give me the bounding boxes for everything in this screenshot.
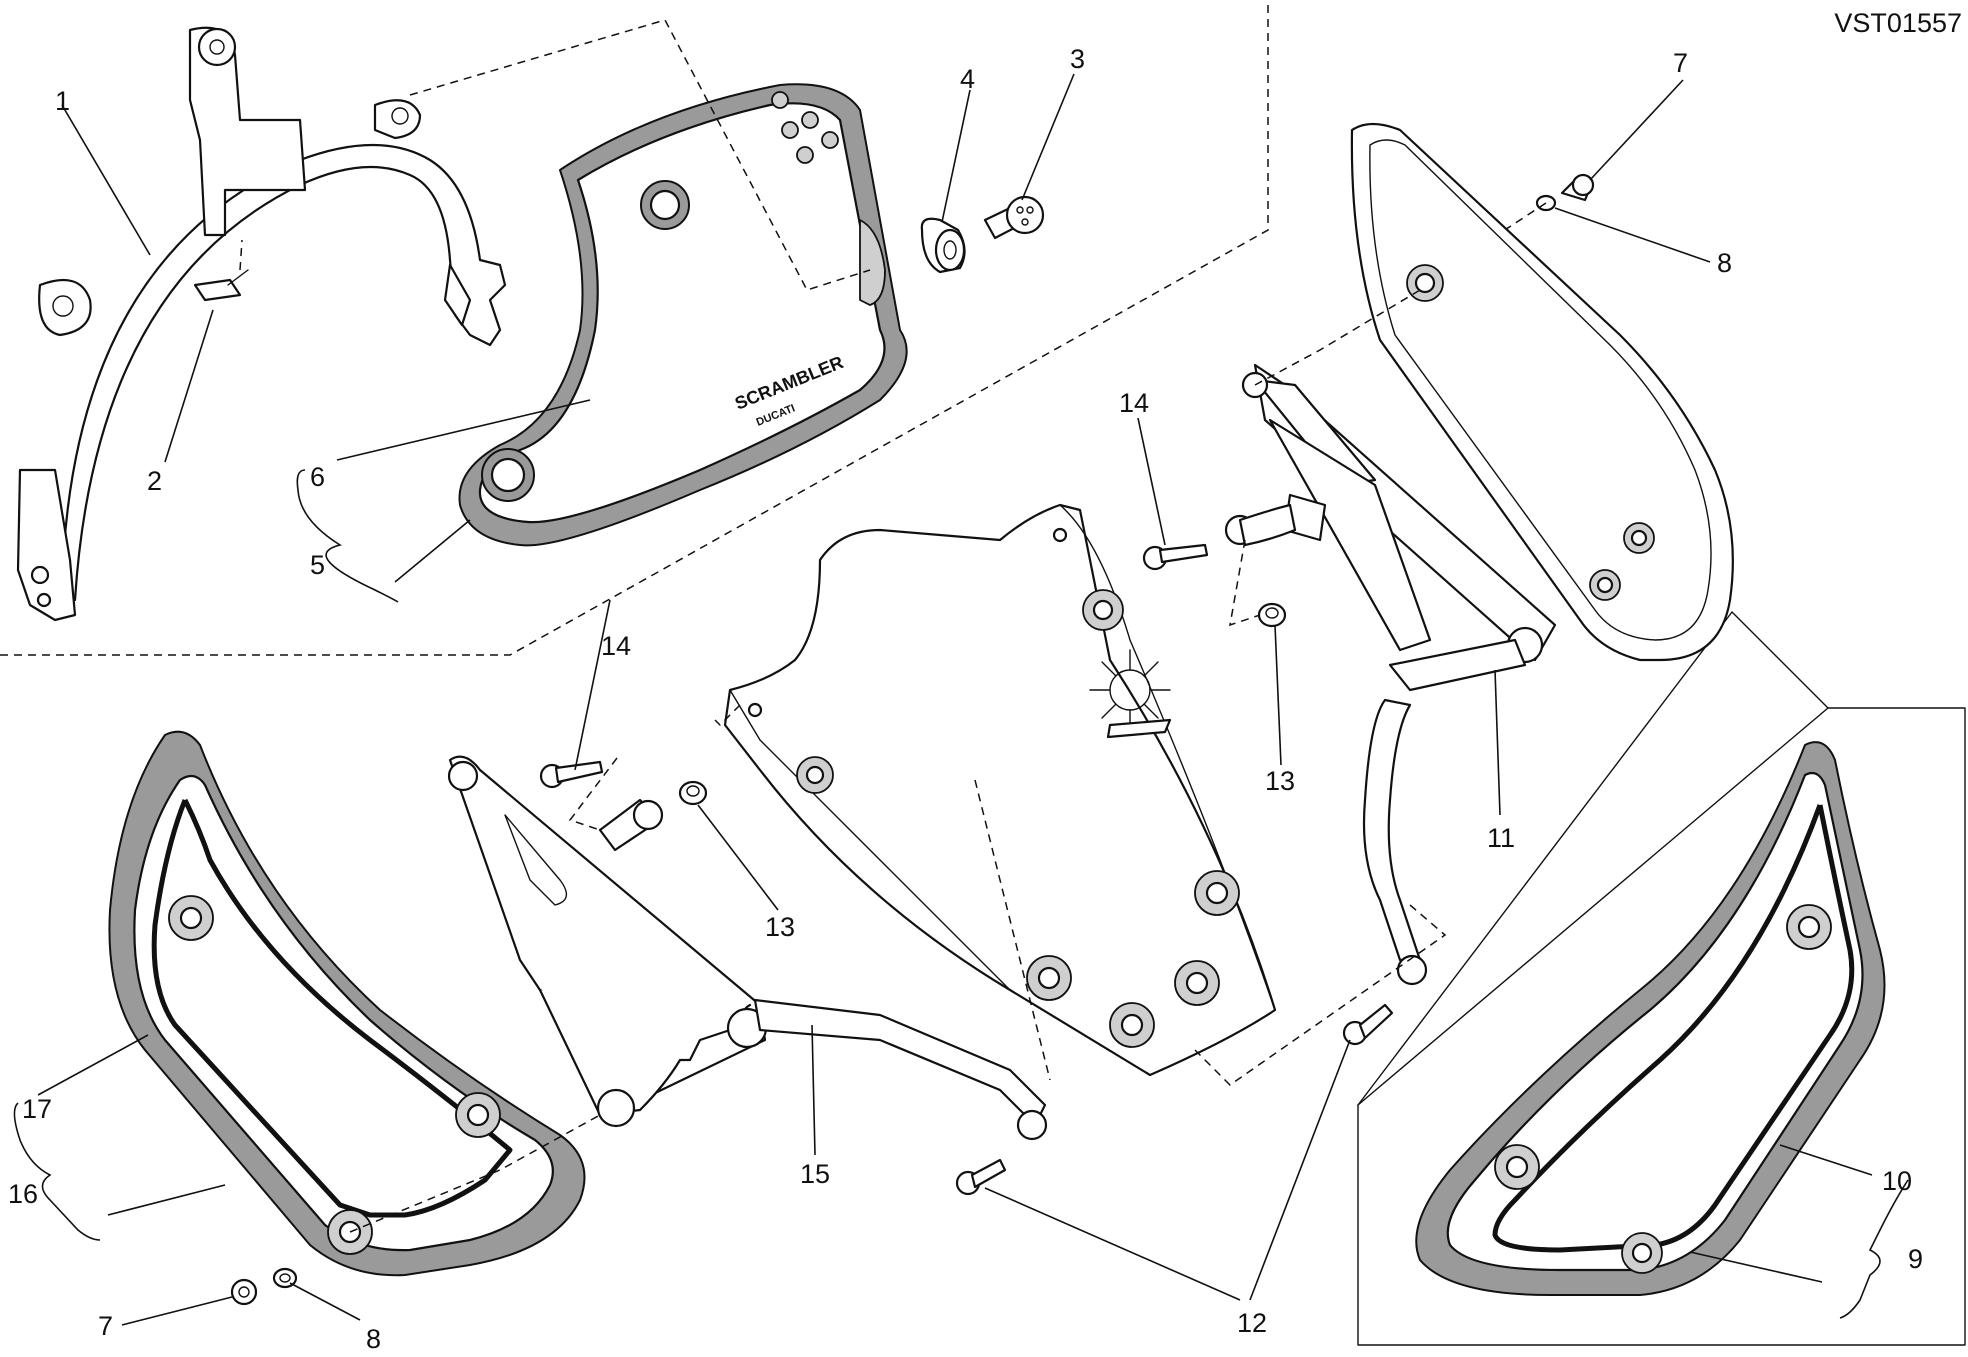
part-14-screw-upper — [1142, 543, 1209, 571]
callout-labels: 1 2 3 4 5 6 7 7 8 8 9 10 11 12 13 13 14 … — [8, 44, 1923, 1354]
inset-frame — [1357, 707, 1966, 1346]
part-screw-7-upper — [1560, 173, 1595, 202]
assembly-line-panel-bottom — [974, 779, 1051, 1081]
part-6-upper-cover: SCRAMBLER DUCATI — [458, 83, 908, 547]
callout-1: 1 — [55, 86, 70, 116]
callout-13-lower: 13 — [765, 912, 795, 942]
callout-13-upper: 13 — [1265, 766, 1295, 796]
brace-16 — [13, 1102, 101, 1241]
part-screw-7-lower — [230, 1278, 258, 1306]
callout-8-upper: 8 — [1717, 248, 1732, 278]
assembly-line-cover — [409, 19, 871, 291]
part-16-left-cover — [108, 730, 586, 1277]
assembly-line-cover-left — [349, 1114, 601, 1233]
callout-6: 6 — [310, 462, 325, 492]
part-11-right-bracket — [1224, 363, 1557, 986]
callout-14-lower: 14 — [601, 631, 631, 661]
part-13-bushing-lower — [678, 780, 708, 806]
part-right-cover-upper — [1350, 122, 1734, 662]
callout-5: 5 — [310, 550, 325, 580]
part-4-grommet — [920, 217, 966, 274]
diagram-code: VST01557 — [1834, 8, 1962, 38]
callout-7-lower: 7 — [98, 1311, 113, 1341]
callout-3: 3 — [1070, 44, 1085, 74]
callout-11: 11 — [1487, 823, 1515, 853]
part-13-bushing-upper — [1257, 602, 1287, 628]
brace-9 — [1839, 1179, 1909, 1319]
group-boundary — [0, 0, 1269, 656]
brace-5 — [296, 469, 399, 603]
callout-8-lower: 8 — [366, 1324, 381, 1354]
part-14-screw-lower — [539, 760, 604, 789]
assembly-line-bracket — [1254, 289, 1421, 386]
callout-17: 17 — [22, 1094, 52, 1124]
assembly-line-screw-lower — [568, 757, 618, 831]
callout-14-upper: 14 — [1119, 388, 1149, 418]
part-1-upper-bracket — [16, 26, 507, 622]
leader-lines — [37, 73, 1873, 1326]
part-15-left-bracket — [447, 755, 1048, 1141]
callout-7-upper: 7 — [1673, 48, 1688, 78]
callout-16: 16 — [8, 1179, 38, 1209]
part-2-clip — [193, 239, 249, 302]
part-9-right-cover — [1415, 741, 1886, 1296]
part-3-knob-screw — [983, 195, 1045, 240]
assembly-line-panel — [714, 704, 741, 727]
inset-leader — [1357, 611, 1829, 1106]
callout-12: 12 — [1237, 1308, 1267, 1338]
callout-2: 2 — [147, 466, 162, 496]
callout-4: 4 — [960, 64, 975, 94]
central-panel — [723, 503, 1277, 1077]
part-12-screw-left — [955, 1158, 1007, 1196]
part-12-screw-right — [1342, 1003, 1394, 1046]
callout-10: 10 — [1882, 1166, 1912, 1196]
callout-9: 9 — [1908, 1244, 1923, 1274]
callout-15: 15 — [800, 1159, 830, 1189]
